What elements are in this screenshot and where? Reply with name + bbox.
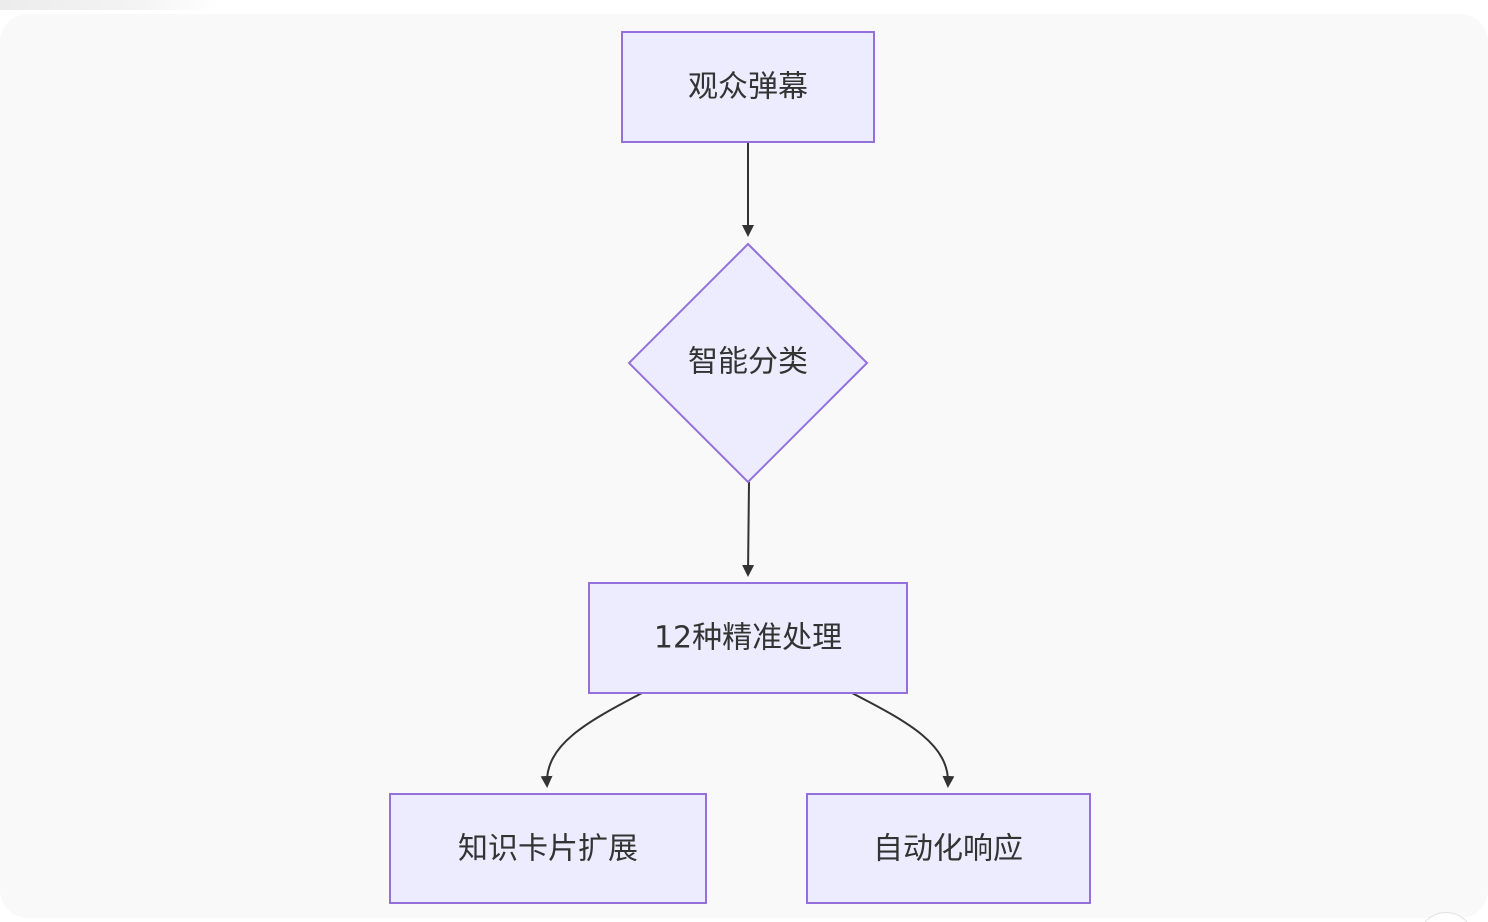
node-knowledge-card: 知识卡片扩展	[389, 793, 707, 904]
node-label: 观众弹幕	[688, 70, 808, 105]
edge-n3-n4	[540, 692, 643, 788]
node-label: 自动化响应	[873, 832, 1023, 867]
node-precise-processing: 12种精准处理	[588, 582, 908, 694]
node-auto-response: 自动化响应	[806, 793, 1091, 904]
node-label: 12种精准处理	[654, 621, 842, 656]
node-label: 智能分类	[688, 345, 808, 380]
top-edge-shadow	[0, 0, 220, 10]
node-viewer-danmaku: 观众弹幕	[621, 31, 875, 143]
edge-n2-n3	[742, 481, 755, 577]
node-label: 知识卡片扩展	[458, 832, 638, 867]
node-smart-classify: 智能分类	[627, 242, 869, 484]
edge-n3-n5	[851, 692, 955, 788]
